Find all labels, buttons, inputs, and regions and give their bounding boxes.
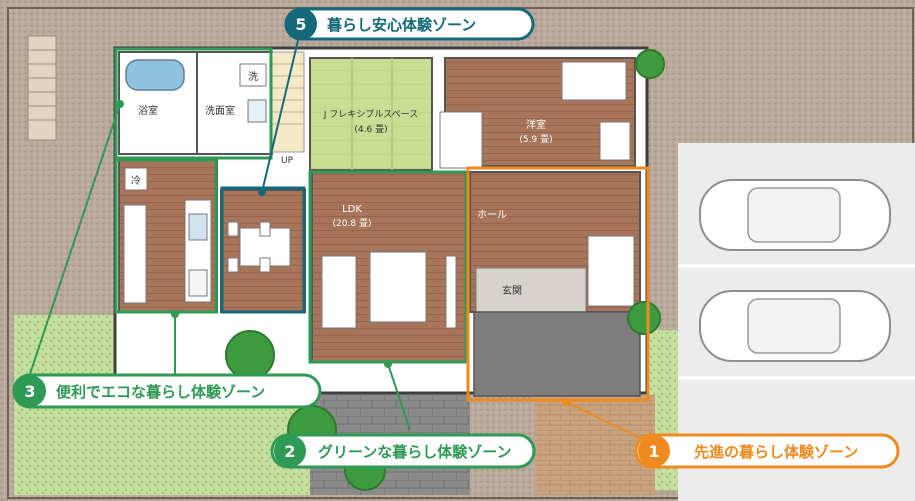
- room-label-fridge: 冷: [131, 174, 141, 187]
- tree-icon: [635, 49, 665, 79]
- room-label-flex: J フレキシブルスペース: [323, 108, 418, 120]
- zone-badge-3: [14, 375, 46, 407]
- room-label-ldk: LDK: [342, 204, 362, 215]
- zone-outline-3b: [114, 158, 218, 314]
- fridge-box: [124, 167, 148, 191]
- zone-label-3: 便利でエコな暮らし体験ゾーン: [56, 383, 265, 401]
- room-label-bath: 浴室: [138, 104, 158, 117]
- zone-label-2: グリーンな暮らし体験ゾーン: [318, 443, 512, 461]
- room-label-ldk-size: (20.8 畳): [333, 218, 372, 229]
- entrance-floor: [475, 267, 587, 313]
- toilet-room: [587, 235, 635, 307]
- leader-line-1: [565, 401, 641, 439]
- dining-chair: [227, 221, 239, 237]
- leader-dot-5: [258, 188, 266, 196]
- sink-icon: [188, 213, 208, 241]
- leader-line-3a: [27, 103, 121, 381]
- zone-badge-1: [638, 435, 670, 467]
- car-icon: [699, 290, 891, 362]
- room-label-western-size: (5.9 畳): [519, 134, 552, 145]
- wood-deck: [27, 35, 57, 141]
- zone-callout-2: 2 グリーンな暮らし体験ゾーン: [270, 433, 536, 469]
- bed-icon: [561, 61, 627, 101]
- car-icon: [699, 179, 891, 251]
- zone-outline-1: [466, 166, 650, 402]
- leader-line-2: [387, 363, 411, 431]
- room-label-western: 洋室: [526, 118, 546, 131]
- leader-dot-1: [562, 398, 570, 406]
- room-label-entrance: 玄関: [502, 284, 522, 297]
- stairs: [271, 51, 305, 153]
- closet: [439, 111, 483, 169]
- leader-dot-3b: [171, 310, 179, 318]
- bathtub-icon: [125, 59, 185, 91]
- basin-icon: [247, 99, 267, 123]
- flex-space-floor: [309, 57, 433, 171]
- room-label-flex-size: (4.6 畳): [354, 124, 387, 135]
- zone-callout-1: 1 先進の暮らし体験ゾーン: [634, 433, 900, 469]
- zone-badge-2: [274, 435, 306, 467]
- zone-label-5: 暮らし安心体験ゾーン: [326, 16, 476, 34]
- dining-chair: [227, 257, 239, 273]
- room-label-washroom: 洗面室: [205, 104, 235, 117]
- porch: [473, 311, 641, 397]
- desk-icon: [599, 121, 631, 161]
- zone-callout-5: 5 暮らし安心体験ゾーン: [284, 7, 535, 41]
- zone-callout-3: 3 便利でエコな暮らし体験ゾーン: [12, 373, 322, 409]
- zone-number-3: 3: [24, 382, 35, 401]
- dining-chair: [259, 257, 271, 273]
- leader-dot-3a: [116, 100, 124, 108]
- stove-icon: [188, 269, 208, 297]
- washer-box: [239, 63, 267, 87]
- tree-icon: [225, 330, 275, 380]
- zone-outline-3a: [114, 47, 273, 160]
- zone-badge-5: [285, 8, 317, 40]
- room-label-up: UP: [281, 156, 294, 166]
- zone-label-1: 先進の暮らし体験ゾーン: [694, 443, 858, 461]
- sofa-icon: [321, 255, 357, 329]
- room-label-washer: 洗: [248, 71, 258, 83]
- zone-number-5: 5: [295, 15, 306, 34]
- kitchen-counter: [123, 204, 147, 304]
- tree-icon: [627, 301, 661, 335]
- approach-bricks: [535, 395, 655, 495]
- leader-line-5: [261, 31, 301, 193]
- room-label-hall: ホール: [477, 209, 507, 221]
- leader-dot-2: [384, 360, 392, 368]
- zone-number-1: 1: [648, 442, 659, 461]
- zone-number-2: 2: [284, 442, 295, 461]
- coffee-table: [369, 251, 427, 323]
- dining-chair: [259, 221, 271, 237]
- tv-board: [445, 255, 457, 329]
